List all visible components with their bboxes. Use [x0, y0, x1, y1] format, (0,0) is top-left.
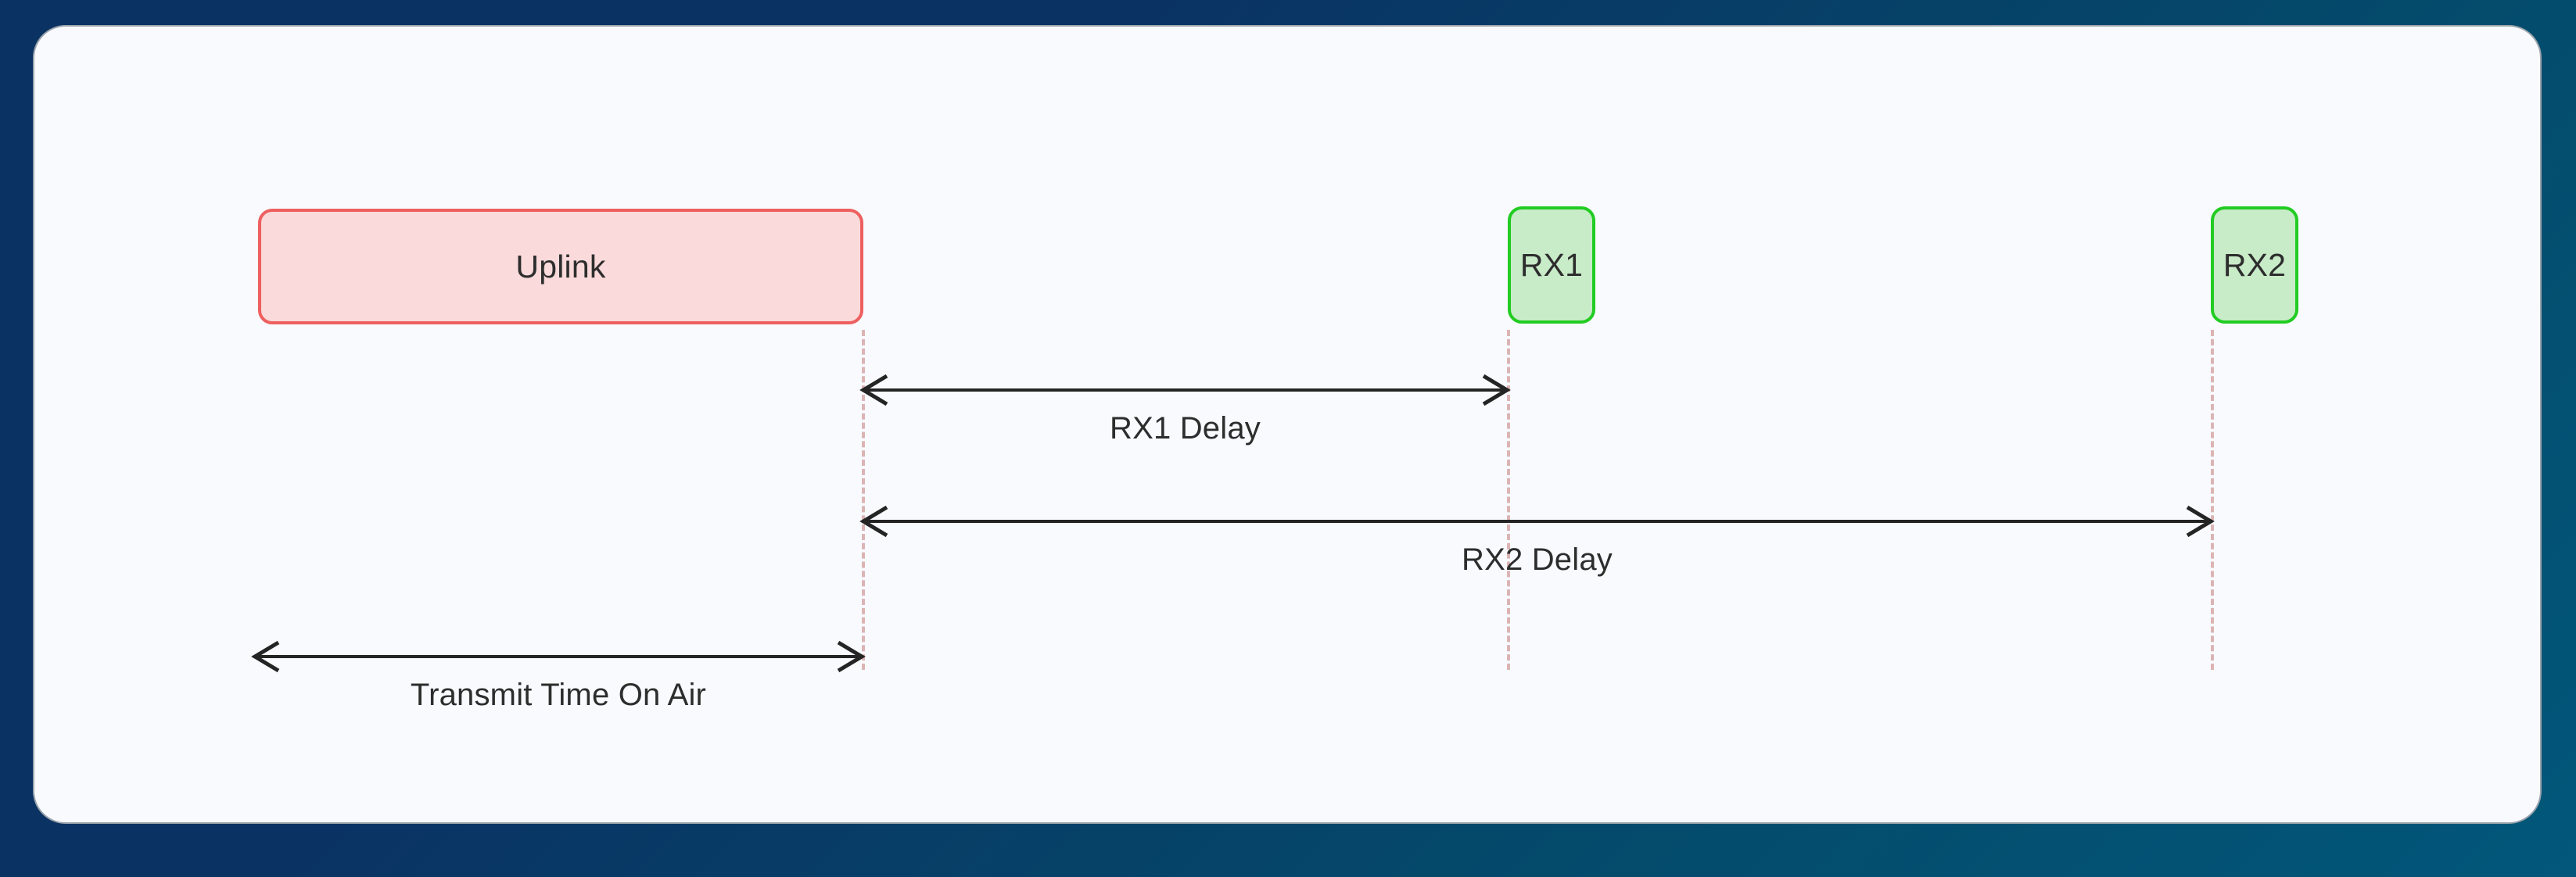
node-uplink[interactable]: Uplink [258, 209, 863, 324]
arrowhead-left-icon [251, 640, 280, 673]
measure-rx2-delay-label: RX2 Delay [1462, 542, 1613, 577]
measure-time-on-air-line [253, 655, 863, 658]
node-rx1[interactable]: RX1 [1508, 206, 1595, 324]
node-rx2-label: RX2 [2223, 246, 2287, 283]
guide-line-rx1 [1507, 330, 1510, 670]
guide-line-uplink-end [862, 330, 865, 670]
measure-rx1-delay-label: RX1 Delay [1110, 411, 1261, 446]
node-rx1-label: RX1 [1519, 246, 1584, 283]
arrowhead-left-icon [859, 374, 888, 406]
diagram-card: Uplink RX1 RX2 RX1 Delay [33, 25, 2542, 824]
guide-line-rx2 [2211, 330, 2214, 670]
node-rx2[interactable]: RX2 [2211, 206, 2298, 324]
arrowhead-right-icon [837, 640, 866, 673]
measure-rx2-delay-line [862, 520, 2212, 523]
arrowhead-right-icon [2186, 505, 2215, 538]
arrowhead-left-icon [859, 505, 888, 538]
measure-time-on-air-label: Transmit Time On Air [410, 678, 707, 712]
timing-diagram-canvas: Uplink RX1 RX2 RX1 Delay [34, 27, 2540, 822]
arrowhead-right-icon [1482, 374, 1511, 406]
node-uplink-label: Uplink [515, 248, 606, 285]
measure-rx1-delay-line [862, 388, 1509, 392]
